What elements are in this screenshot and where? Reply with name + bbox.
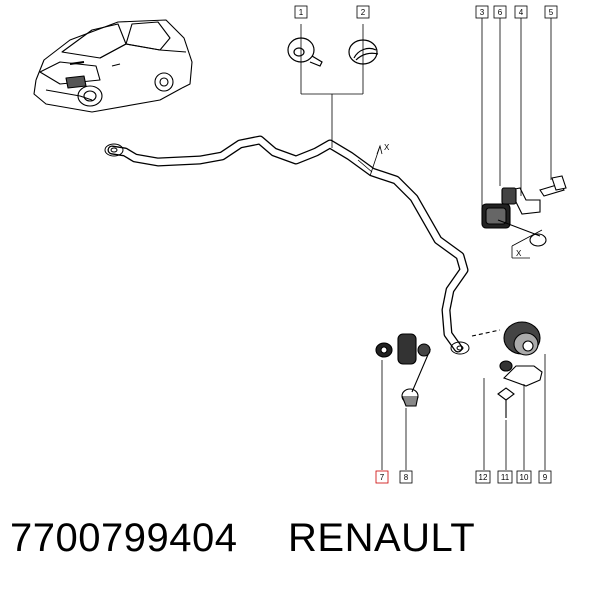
dimension-x-lower	[511, 229, 543, 259]
svg-text:7: 7	[380, 473, 385, 482]
callout-lines-3-6-4-5	[481, 18, 552, 208]
svg-text:9: 9	[543, 473, 548, 482]
callout-10: 10	[516, 470, 532, 484]
svg-text:2: 2	[361, 8, 366, 17]
callout-5: 5	[544, 5, 558, 19]
detail-1-bar-end	[287, 37, 323, 67]
svg-text:1: 1	[299, 8, 304, 17]
svg-text:12: 12	[479, 473, 488, 482]
anti-roll-bar-diagram: 1 2 3 6 4 5 7 8 12 11 10 9	[33, 5, 567, 484]
anti-roll-bar	[104, 135, 470, 355]
lower-bush-clamp	[471, 321, 543, 418]
dimension-x-upper	[357, 144, 383, 177]
part-number: 7700799404	[10, 516, 238, 560]
callout-6: 6	[493, 5, 507, 19]
svg-text:11: 11	[501, 473, 510, 482]
svg-text:5: 5	[549, 8, 554, 17]
dimension-label-lower: X	[516, 249, 522, 258]
callout-lines-7-8	[381, 360, 407, 470]
svg-text:10: 10	[520, 473, 529, 482]
brand-name: RENAULT	[288, 516, 476, 560]
callout-8: 8	[399, 470, 413, 484]
link-parts	[375, 333, 431, 407]
detail-2-bar-end	[348, 39, 379, 65]
callout-lines-12-11-10-9	[483, 354, 546, 470]
callout-lines-1-2	[300, 24, 364, 148]
callout-7: 7	[375, 470, 389, 484]
callout-4: 4	[514, 5, 528, 19]
callout-1: 1	[294, 5, 308, 19]
callout-12: 12	[475, 470, 491, 484]
callout-11: 11	[497, 470, 513, 484]
svg-text:8: 8	[404, 473, 409, 482]
svg-text:6: 6	[498, 8, 503, 17]
car-illustration	[33, 19, 193, 113]
dimension-label-upper: X	[384, 143, 390, 152]
svg-text:3: 3	[480, 8, 485, 17]
callout-9: 9	[538, 470, 552, 484]
upper-bush-clamp	[481, 175, 567, 247]
svg-text:4: 4	[519, 8, 524, 17]
callout-3: 3	[475, 5, 489, 19]
callout-2: 2	[356, 5, 370, 19]
